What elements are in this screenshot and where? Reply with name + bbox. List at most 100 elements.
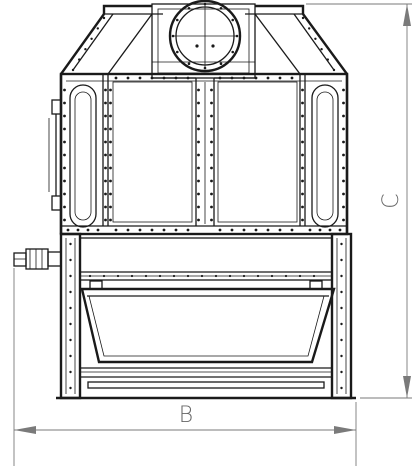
bolt xyxy=(109,153,112,157)
bolt xyxy=(104,101,107,105)
bolt xyxy=(301,140,304,144)
bolt xyxy=(174,228,178,232)
bolt xyxy=(86,228,90,232)
bolt xyxy=(242,228,246,232)
bolt xyxy=(69,354,72,358)
bolt xyxy=(342,101,345,105)
bolt xyxy=(197,114,200,118)
bolt xyxy=(69,322,72,326)
bolt xyxy=(63,218,66,222)
right-sight-window xyxy=(311,84,339,228)
discharge-frame xyxy=(79,237,333,281)
bolt xyxy=(340,370,343,374)
bolt xyxy=(342,114,345,118)
base-frame xyxy=(56,367,356,400)
bolt xyxy=(197,192,200,196)
drive-motor xyxy=(13,248,62,270)
bolt xyxy=(210,114,213,118)
bolt xyxy=(109,101,112,105)
bolt xyxy=(314,37,317,40)
bolt xyxy=(210,205,213,209)
bolt xyxy=(342,218,345,222)
bolt xyxy=(126,76,130,80)
bolt xyxy=(242,76,246,80)
bolt xyxy=(114,76,118,80)
bolt xyxy=(197,88,200,92)
bolt xyxy=(342,127,345,131)
bolt xyxy=(340,274,343,278)
inlet-flange xyxy=(168,0,242,73)
bolt xyxy=(63,192,66,196)
left-sight-window xyxy=(69,84,97,228)
bolt xyxy=(109,179,112,183)
bolt xyxy=(114,228,118,232)
bolt xyxy=(210,127,213,131)
bolt xyxy=(69,386,72,390)
width-dimension-label: B xyxy=(179,403,193,428)
bolt xyxy=(301,127,304,131)
bolt xyxy=(254,228,258,232)
bolt xyxy=(63,127,66,131)
bolt xyxy=(308,27,311,30)
bolt xyxy=(340,306,343,310)
left-leg xyxy=(59,232,82,400)
bolt xyxy=(84,48,87,51)
bolt xyxy=(338,228,342,232)
bolt xyxy=(138,228,142,232)
bolt xyxy=(96,27,100,30)
bolt xyxy=(69,274,72,278)
bolt xyxy=(301,88,304,92)
bolt xyxy=(63,166,66,170)
bolt xyxy=(210,218,213,222)
bolt xyxy=(104,127,107,131)
bolt xyxy=(342,205,345,209)
bolt xyxy=(69,370,72,374)
bolt xyxy=(197,218,200,222)
bolt xyxy=(109,127,112,131)
bolt xyxy=(63,101,66,105)
bolt xyxy=(342,140,345,144)
bolt xyxy=(109,192,112,196)
bolt xyxy=(104,153,107,157)
bolt xyxy=(109,114,112,118)
bolt xyxy=(340,242,343,246)
bolt xyxy=(102,16,106,20)
bolt xyxy=(340,338,343,342)
bolt xyxy=(162,76,166,80)
height-dimension-label: C xyxy=(379,193,404,208)
bolt xyxy=(340,386,343,390)
bolt xyxy=(69,290,72,294)
bolt xyxy=(290,228,294,232)
bolt xyxy=(109,166,112,170)
bolt xyxy=(219,62,223,66)
bolt xyxy=(104,88,107,92)
height-dimension: C xyxy=(306,3,412,399)
bolt xyxy=(203,2,207,6)
bolt xyxy=(278,228,282,232)
bolt xyxy=(197,179,200,183)
bolt xyxy=(197,127,200,131)
bolt xyxy=(197,101,200,105)
bolt xyxy=(301,179,304,183)
bolt xyxy=(171,34,175,38)
bolt xyxy=(301,153,304,157)
bolt xyxy=(203,66,207,70)
right-leg xyxy=(330,232,353,400)
bolt xyxy=(332,68,336,72)
bolt xyxy=(69,306,72,310)
bolt xyxy=(162,228,166,232)
bolt xyxy=(69,258,72,262)
bolt xyxy=(301,114,304,118)
bolt xyxy=(301,16,305,20)
bolt xyxy=(301,218,304,222)
bolt xyxy=(218,76,222,80)
bolt xyxy=(104,218,107,222)
bolt xyxy=(78,58,81,61)
bolt xyxy=(210,166,213,170)
bolt xyxy=(342,192,345,196)
bolt xyxy=(150,76,154,80)
bolt xyxy=(69,242,72,246)
bolt xyxy=(340,322,343,326)
main-body xyxy=(59,72,349,236)
